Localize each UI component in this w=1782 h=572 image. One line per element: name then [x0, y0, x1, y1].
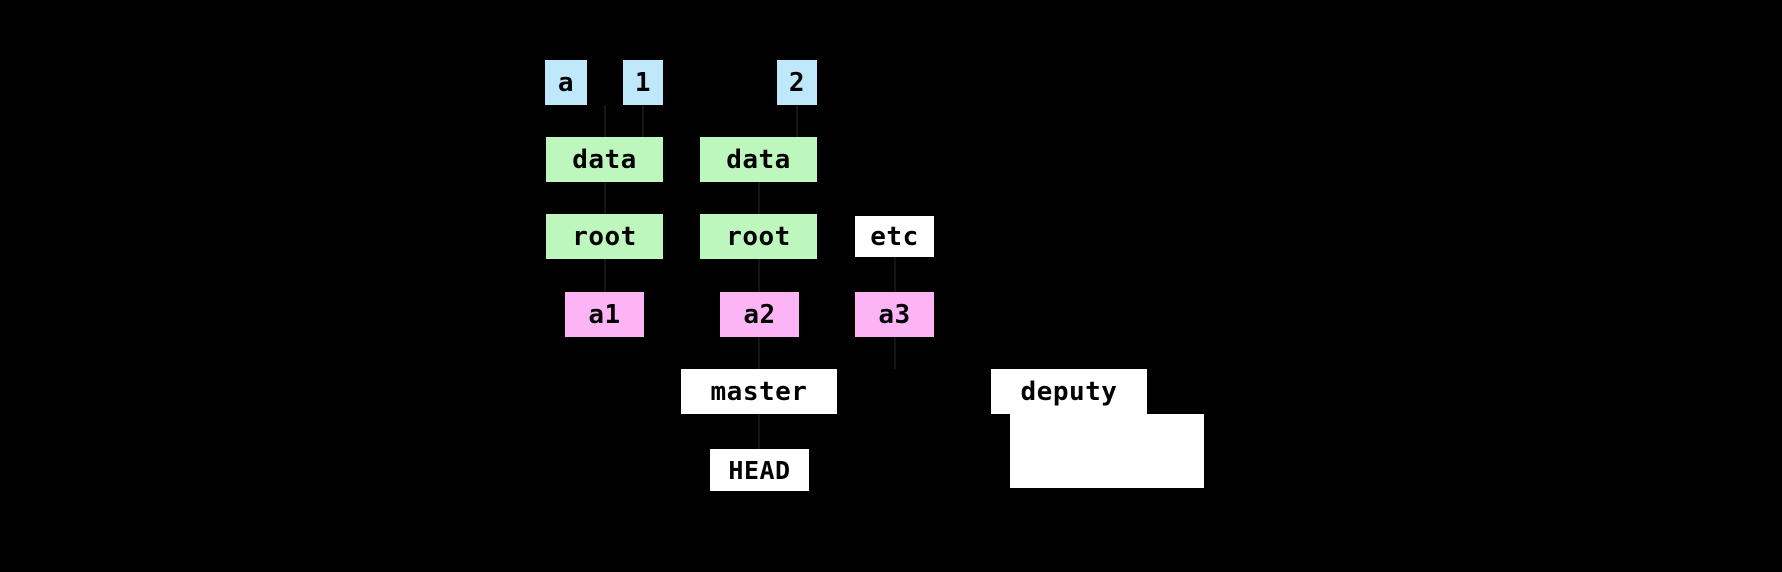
node-label: a — [557, 67, 575, 98]
node-tree-data-2[interactable]: data — [700, 137, 817, 182]
node-blob-a[interactable]: a — [545, 60, 587, 105]
edge-tree-root-1-to-commit-a1 — [604, 259, 606, 292]
node-tree-etc[interactable]: etc — [855, 216, 934, 257]
edge-tree-data-2-to-tree-root-2 — [758, 182, 760, 214]
node-label: 1 — [634, 67, 652, 98]
node-ref-head[interactable]: HEAD — [710, 449, 809, 491]
node-tree-data-1[interactable]: data — [546, 137, 663, 182]
edge-commit-a3-to-ref-deputy — [894, 337, 896, 369]
node-label: root — [726, 221, 791, 252]
node-label: master — [710, 376, 808, 407]
node-commit-a2[interactable]: a2 — [720, 292, 799, 337]
node-tree-root-1[interactable]: root — [546, 214, 663, 259]
edge-tree-data-1-to-tree-root-1 — [604, 182, 606, 214]
edge-blob-2-to-tree-data-2 — [796, 105, 798, 137]
node-ref-master[interactable]: master — [681, 369, 837, 414]
node-commit-a1[interactable]: a1 — [565, 292, 644, 337]
node-tree-root-2[interactable]: root — [700, 214, 817, 259]
edge-commit-a2-to-ref-master — [758, 337, 760, 369]
node-label: a2 — [743, 299, 776, 330]
node-label: data — [572, 144, 637, 175]
node-panel-blank[interactable] — [1010, 414, 1204, 488]
edge-blob-a-to-tree-data-1 — [604, 105, 606, 137]
node-label: deputy — [1020, 376, 1118, 407]
node-commit-a3[interactable]: a3 — [855, 292, 934, 337]
node-label: 2 — [788, 67, 806, 98]
node-label: root — [572, 221, 637, 252]
node-ref-deputy[interactable]: deputy — [991, 369, 1147, 414]
node-blob-1[interactable]: 1 — [623, 60, 663, 105]
edge-ref-master-to-ref-head — [758, 414, 760, 449]
node-blob-2[interactable]: 2 — [777, 60, 817, 105]
edge-blob-1-to-tree-data-1 — [642, 105, 644, 137]
edge-tree-root-2-to-commit-a2 — [758, 259, 760, 292]
node-label: a3 — [878, 299, 911, 330]
edge-tree-etc-to-commit-a3 — [894, 257, 896, 292]
node-label: data — [726, 144, 791, 175]
node-label: etc — [870, 221, 919, 252]
node-label: HEAD — [728, 455, 791, 485]
node-label: a1 — [588, 299, 621, 330]
